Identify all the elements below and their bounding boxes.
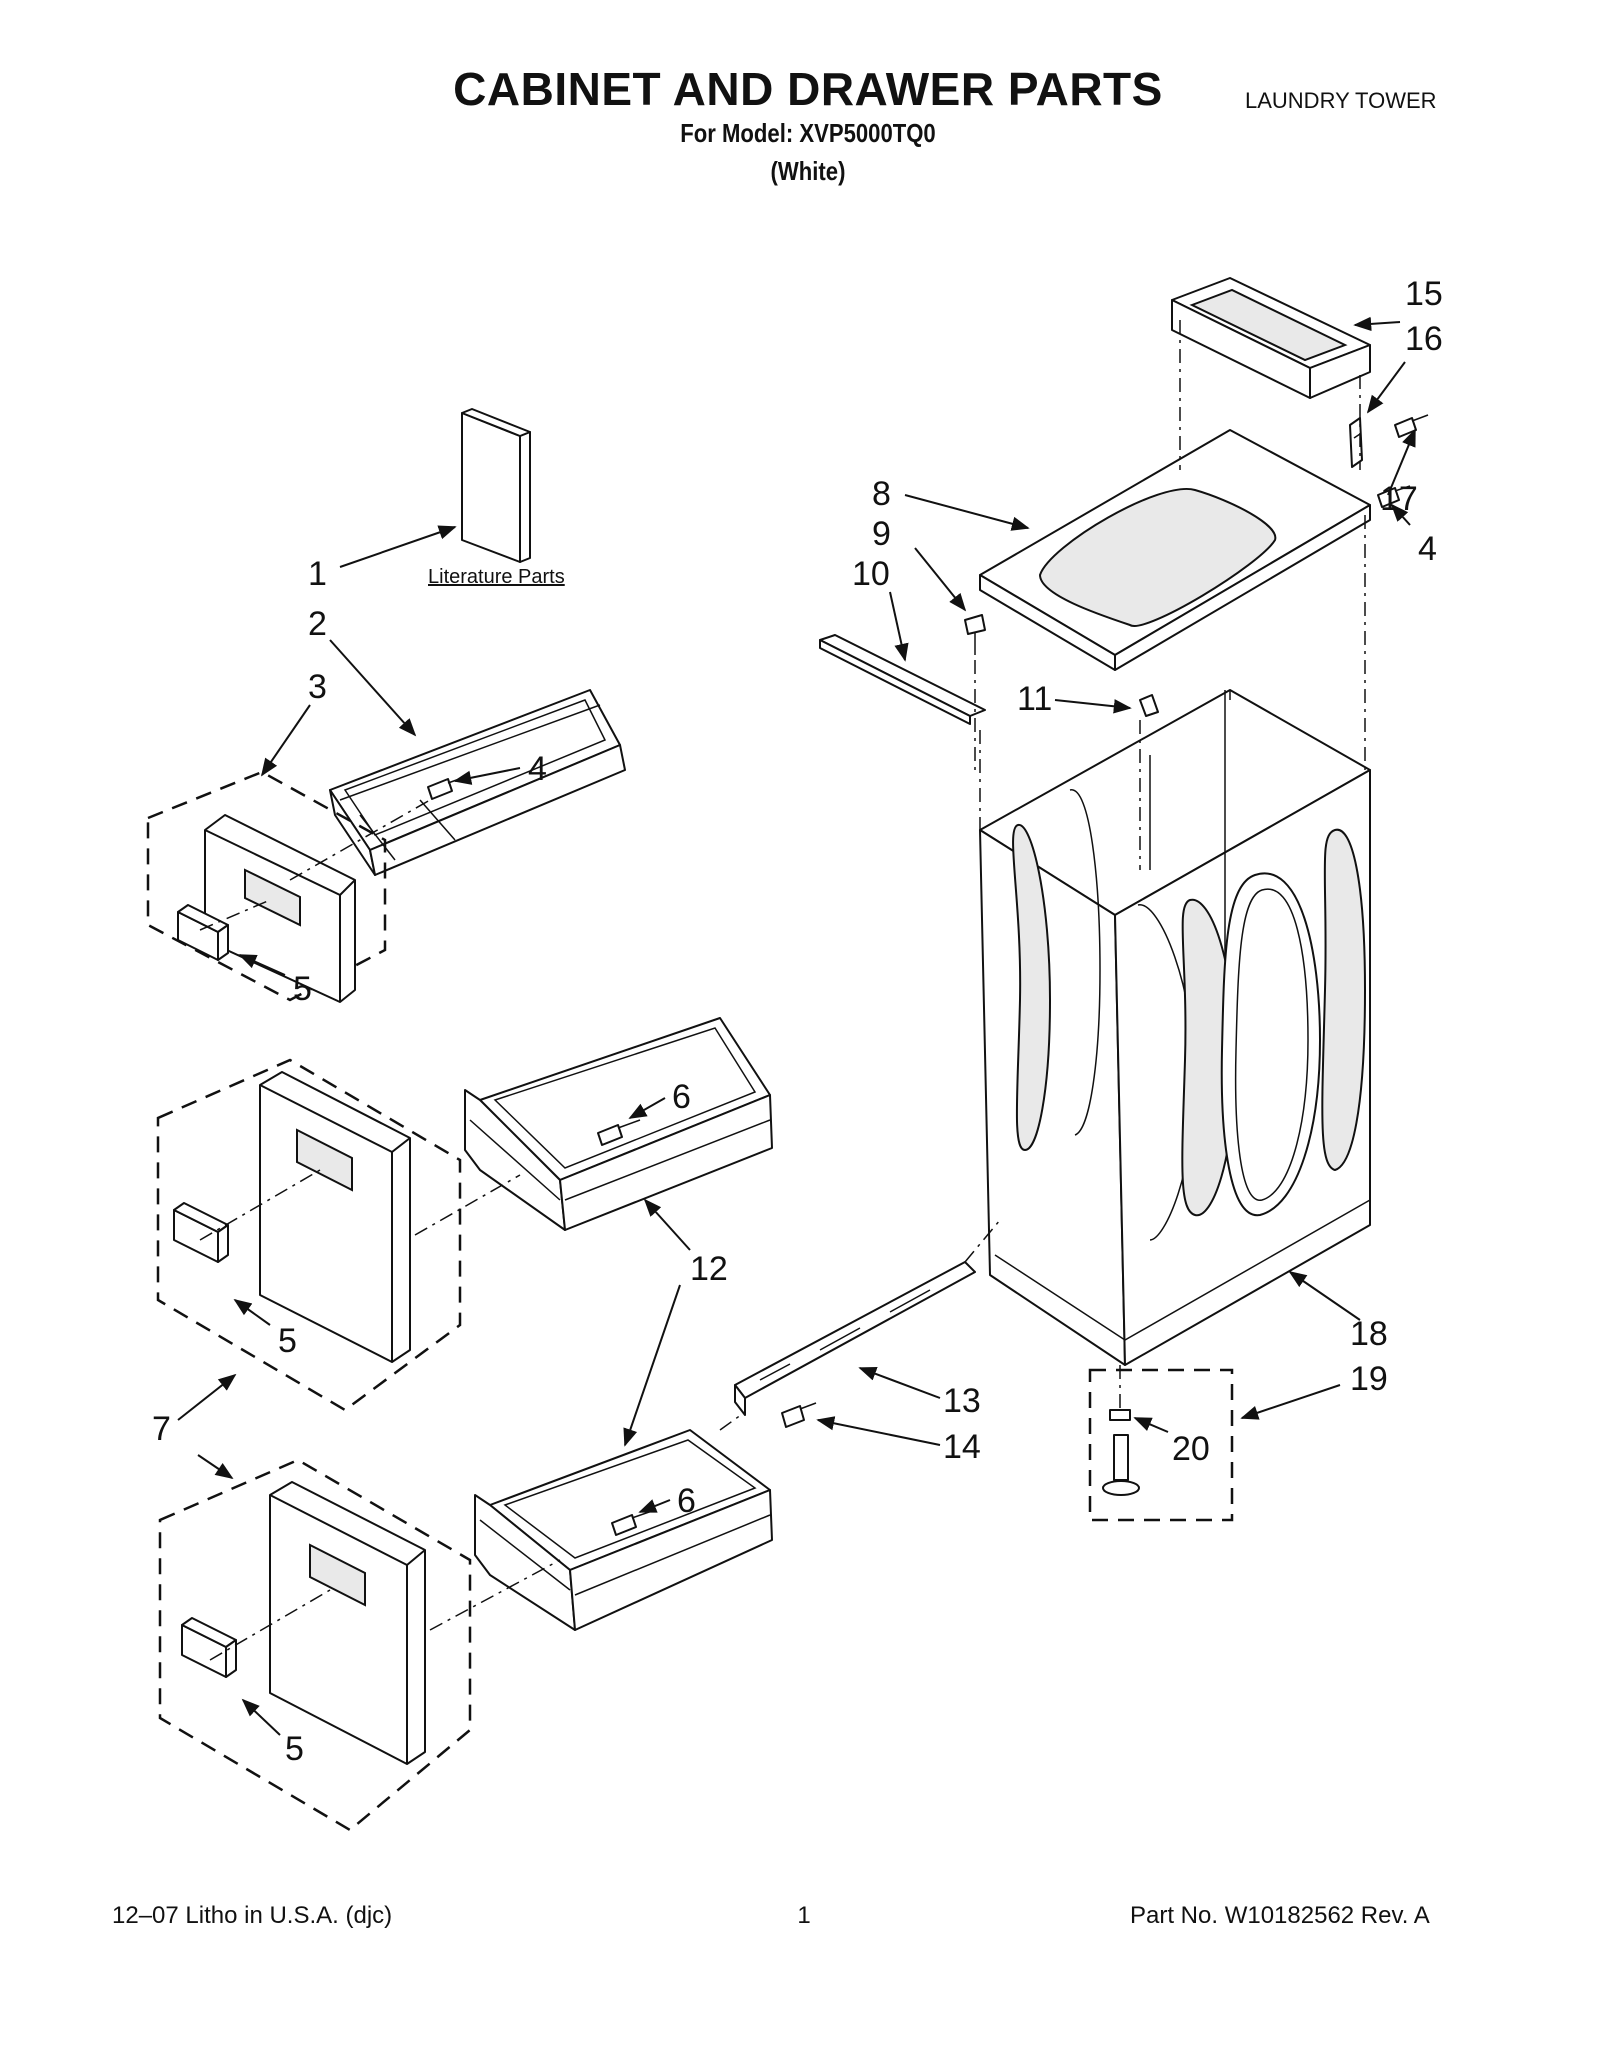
callout-3: 3 [308,668,327,706]
bottom-drawer-tray [474,1429,773,1631]
page-number: 1 [797,1902,811,1929]
callout-14: 14 [943,1428,981,1466]
callout-18: 18 [1350,1315,1388,1353]
bottom-drawer-front-panel [269,1481,426,1765]
callout-6-middle: 6 [672,1078,691,1116]
callout-11: 11 [1017,680,1052,718]
hinge-clip-16 [1349,417,1363,468]
callout-1: 1 [308,555,327,593]
leveling-leg-assembly-box [1088,1368,1234,1522]
product-category: LAUNDRY TOWER [1245,88,1437,113]
literature-booklet [461,408,531,563]
leveling-leg [1102,1409,1140,1496]
callout-9: 9 [872,515,891,553]
drawer-front-assembly-box-middle [156,1058,462,1412]
top-drawer-handle [177,904,229,961]
control-console [1171,277,1371,399]
screw-6-middle [597,1119,641,1146]
callout-17: 17 [1380,480,1418,518]
model-line: For Model: XVP5000TQ0 [680,118,936,148]
tower-cabinet [979,689,1371,1366]
callout-10: 10 [852,555,890,593]
callout-8: 8 [872,475,891,513]
page-title: CABINET AND DRAWER PARTS [453,63,1163,115]
callout-12: 12 [690,1250,728,1288]
support-channel-10 [819,634,986,725]
screw-17 [1394,414,1429,438]
bottom-drawer-handle [181,1617,237,1678]
clip-11 [1139,694,1159,717]
top-drawer-front-panel [204,814,356,1003]
part-number: Part No. W10182562 Rev. A [1130,1902,1430,1929]
middle-drawer-tray [464,1017,773,1231]
leader-lines [177,316,1416,1736]
top-drawer-tray [329,689,626,876]
drawer-front-assembly-box-bottom [158,1458,472,1832]
screw-14 [781,1402,817,1428]
middle-drawer-front-panel [259,1071,411,1363]
color-line: (White) [770,156,846,186]
callout-20: 20 [1172,1430,1210,1468]
callout-5-middle: 5 [278,1322,297,1360]
callout-19: 19 [1350,1360,1388,1398]
callout-13: 13 [943,1382,981,1420]
middle-drawer-handle [173,1202,229,1263]
callout-5-top: 5 [293,970,312,1008]
literature-parts-label: Literature Parts [428,566,565,588]
callout-2: 2 [308,605,327,643]
drawer-front-assembly-box-top [146,770,387,1002]
litho-note: 12–07 Litho in U.S.A. (djc) [112,1902,393,1929]
top-cover [979,429,1371,671]
screw-9 [964,614,986,655]
drawer-slide-rail [734,1261,976,1416]
callout-7: 7 [152,1410,171,1448]
callout-6-bottom: 6 [677,1482,696,1520]
callout-16: 16 [1405,320,1443,358]
callout-labels: 1 2 3 4 5 6 5 7 12 6 5 8 9 10 11 15 16 1… [152,275,1443,1768]
callout-4-top: 4 [1418,530,1437,568]
callout-4-drawer: 4 [528,750,547,788]
callout-5-bottom: 5 [285,1730,304,1768]
callout-15: 15 [1405,275,1443,313]
